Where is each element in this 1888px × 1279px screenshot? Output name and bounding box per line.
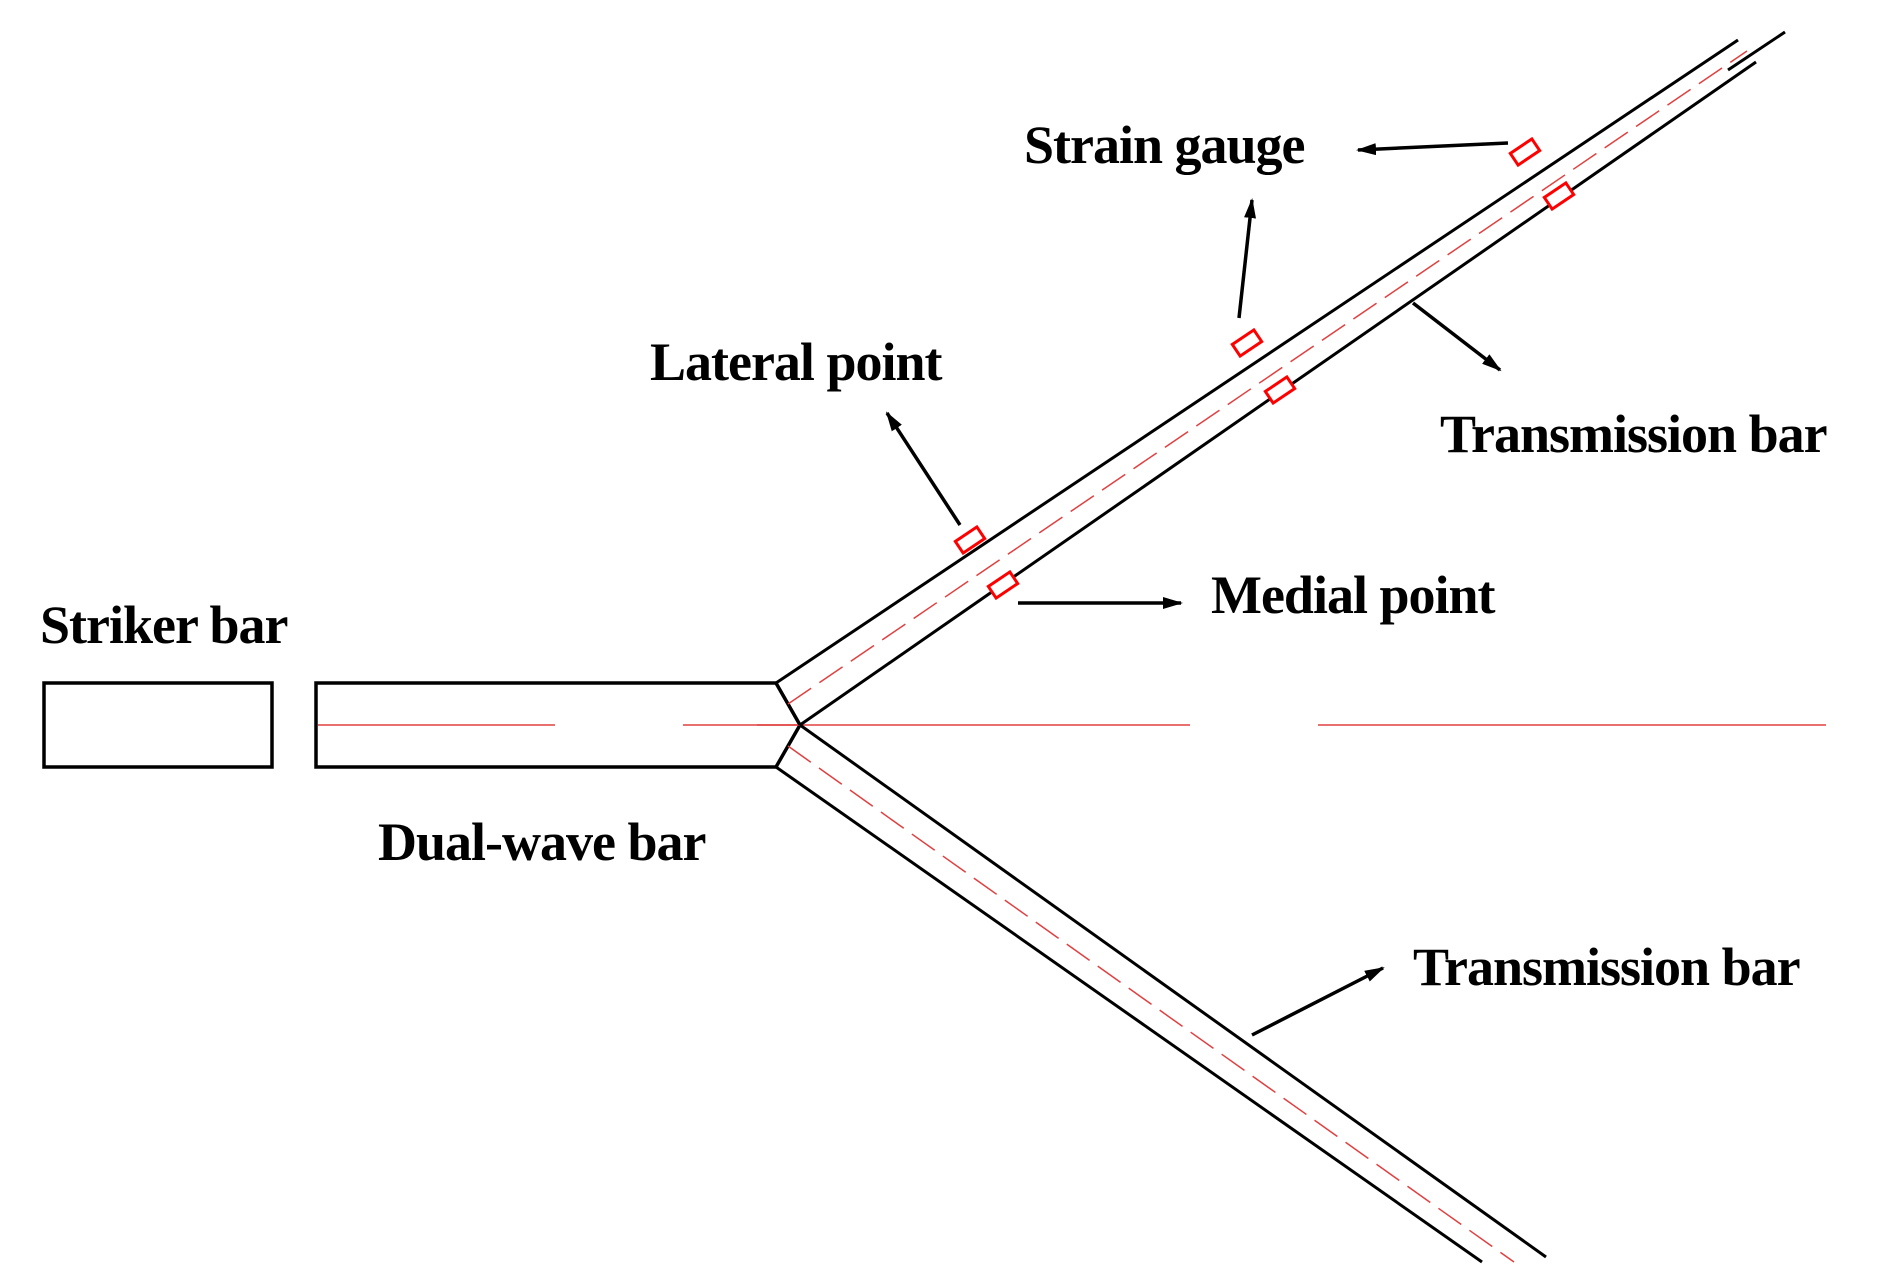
gauge-medial-1 [986,569,1020,601]
striker-bar [42,681,274,769]
gauge-medial-2 [1263,374,1297,406]
arrow-transmission-upper [1411,301,1502,372]
gauge-lateral-2 [1230,327,1264,359]
strain-gauges [953,136,1576,601]
medial-point-label: Medial point [1211,565,1496,625]
arrow-transmission-lower [1251,966,1385,1037]
gauge-lateral-3 [1508,136,1542,168]
lateral-point-label: Lateral point [650,332,942,392]
arrow-strain-gauge-left [1356,141,1509,156]
lower-bar-centerline [787,745,1515,1263]
upper-bar-break-mark [1727,30,1786,72]
transmission-bar-upper-label: Transmission bar [1440,404,1828,464]
upper-bar-centerline [787,50,1748,705]
dual-wave-bar-label: Dual-wave bar [378,812,706,872]
strain-gauge-label: Strain gauge [1024,115,1306,175]
arrow-lateral-point [885,411,962,526]
gauge-medial-3 [1542,180,1576,212]
transmission-bar-lower-label: Transmission bar [1413,937,1801,997]
lower-transmission-bar [775,723,1547,1264]
striker-bar-label: Striker bar [40,595,288,655]
gauge-lateral-1 [953,524,987,556]
arrow-strain-gauge-up [1237,198,1256,319]
annotation-arrows [885,141,1509,1037]
